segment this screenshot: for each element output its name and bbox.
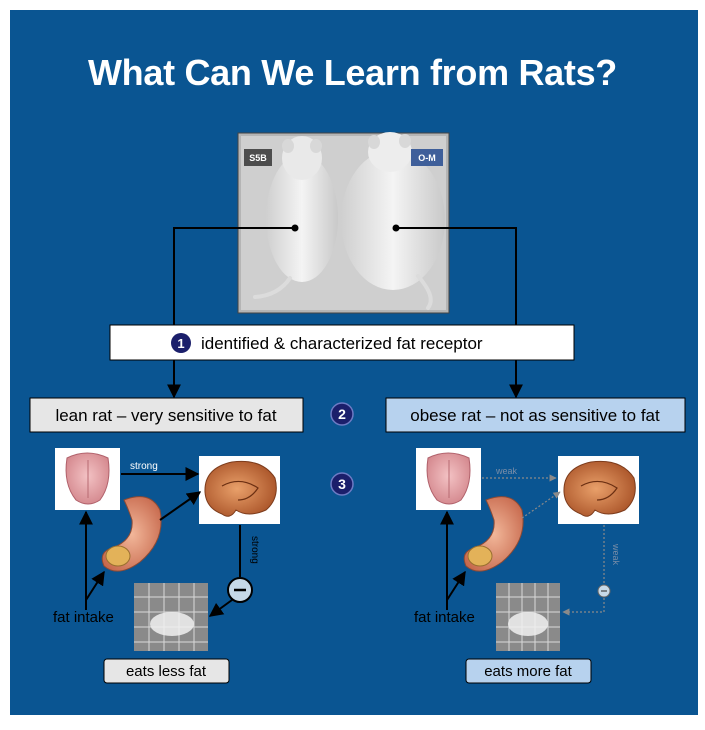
- step-one-box: 1 identified & characterized fat recepto…: [110, 325, 574, 360]
- obese-tongue-image: [416, 448, 481, 510]
- lean-outcome-label: eats less fat: [126, 663, 207, 680]
- step-two-number: 2: [338, 406, 346, 422]
- obese-brain-inhibit-label: weak: [611, 543, 621, 566]
- lean-header-label: lean rat – very sensitive to fat: [55, 406, 276, 425]
- obese-header-box: obese rat – not as sensitive to fat: [386, 398, 685, 432]
- lean-outcome-box: eats less fat: [104, 659, 229, 683]
- step-one-number: 1: [177, 336, 184, 351]
- obese-fat-intake-label: fat intake: [414, 609, 475, 626]
- obese-caged-rat-image: [496, 583, 560, 651]
- lean-tongue-image: [55, 448, 120, 510]
- obese-pathway: weak weak fat intake: [414, 448, 639, 651]
- lean-fat-intake-label: fat intake: [53, 609, 114, 626]
- step-three-number: 3: [338, 476, 346, 492]
- obese-brain-image: [558, 456, 639, 524]
- step-one-label: identified & characterized fat receptor: [201, 334, 483, 353]
- obese-rat-tag-label: O-M: [418, 153, 436, 163]
- rats-photo: S5B O-M: [238, 132, 449, 313]
- step-three-badge: 3: [331, 473, 353, 495]
- obese-outcome-box: eats more fat: [466, 659, 591, 683]
- lean-tongue-brain-label: strong: [130, 461, 158, 472]
- obese-outcome-label: eats more fat: [484, 663, 572, 680]
- lean-rat-tag-label: S5B: [249, 153, 267, 163]
- lean-header-box: lean rat – very sensitive to fat: [30, 398, 303, 432]
- lean-brain-inhibit-label: strong: [249, 536, 260, 564]
- step-two-badge: 2: [331, 403, 353, 425]
- lean-brain-image: [199, 456, 280, 524]
- obese-tongue-brain-label: weak: [495, 466, 518, 476]
- obese-header-label: obese rat – not as sensitive to fat: [410, 406, 660, 425]
- lean-caged-rat-image: [134, 583, 208, 651]
- lean-pathway: strong strong fat intake: [53, 448, 280, 651]
